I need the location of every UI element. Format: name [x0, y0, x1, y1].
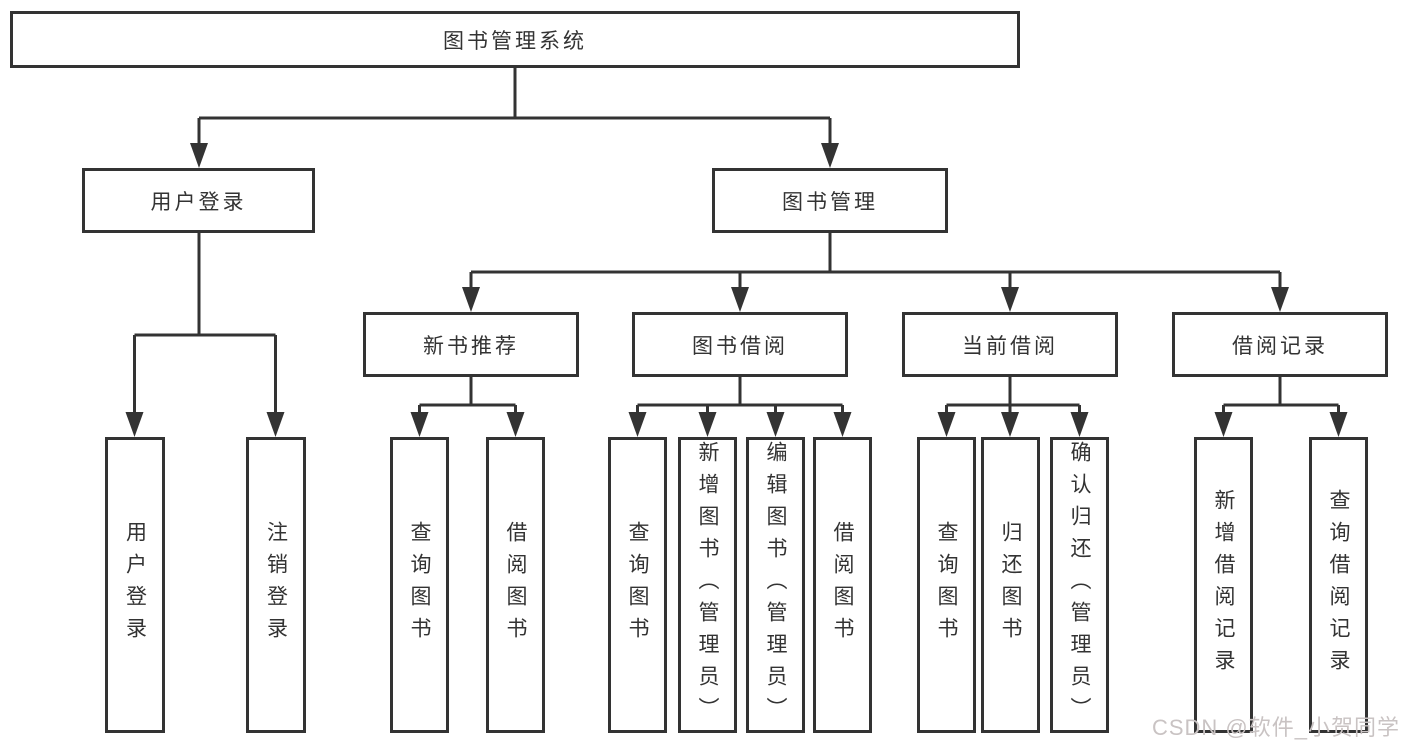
- leaf-query-books-recommend-label: 查询图书: [408, 521, 431, 649]
- leaf-add-borrow-record-label: 新增借阅记录: [1212, 489, 1235, 681]
- leaf-logout-label: 注销登录: [264, 521, 288, 649]
- node-current-borrowing: 当前借阅: [902, 312, 1118, 377]
- leaf-borrow-books-recommend: 借阅图书: [486, 437, 545, 733]
- node-book-management: 图书管理: [712, 168, 948, 233]
- leaf-add-books-admin: 新增图书（管理员）: [678, 437, 737, 733]
- node-book-management-label: 图书管理: [782, 190, 878, 214]
- leaf-user-login-label: 用户登录: [123, 521, 147, 649]
- leaf-query-books-borrowing: 查询图书: [608, 437, 667, 733]
- leaf-return-books: 归还图书: [981, 437, 1040, 733]
- leaf-query-books-current-label: 查询图书: [935, 521, 958, 649]
- leaf-confirm-return-admin: 确认归还（管理员）: [1050, 437, 1109, 733]
- node-book-borrowing: 图书借阅: [632, 312, 848, 377]
- node-borrowing-records-label: 借阅记录: [1232, 334, 1328, 358]
- csdn-watermark: CSDN @软件_小贺同学: [1151, 715, 1400, 740]
- leaf-query-borrow-record: 查询借阅记录: [1309, 437, 1368, 733]
- node-user-login-label: 用户登录: [150, 190, 247, 214]
- node-borrowing-records: 借阅记录: [1172, 312, 1388, 377]
- leaf-borrow-books-label: 借阅图书: [831, 521, 854, 649]
- leaf-edit-books-admin: 编辑图书（管理员）: [746, 437, 805, 733]
- leaf-query-books-recommend: 查询图书: [390, 437, 449, 733]
- node-book-borrowing-label: 图书借阅: [692, 334, 788, 358]
- leaf-edit-books-admin-label: 编辑图书（管理员）: [764, 441, 787, 729]
- leaf-add-borrow-record: 新增借阅记录: [1194, 437, 1253, 733]
- leaf-logout: 注销登录: [246, 437, 306, 733]
- node-user-login: 用户登录: [82, 168, 315, 233]
- node-new-book-recommend-label: 新书推荐: [423, 334, 519, 358]
- leaf-user-login: 用户登录: [105, 437, 165, 733]
- leaf-add-books-admin-label: 新增图书（管理员）: [696, 441, 719, 729]
- node-current-borrowing-label: 当前借阅: [962, 334, 1058, 358]
- leaf-query-books-current: 查询图书: [917, 437, 976, 733]
- node-root-label: 图书管理系统: [443, 29, 587, 53]
- leaf-confirm-return-admin-label: 确认归还（管理员）: [1068, 441, 1091, 729]
- leaf-borrow-books: 借阅图书: [813, 437, 872, 733]
- node-new-book-recommend: 新书推荐: [363, 312, 579, 377]
- leaf-borrow-books-recommend-label: 借阅图书: [504, 521, 527, 649]
- leaf-return-books-label: 归还图书: [999, 521, 1022, 649]
- leaf-query-borrow-record-label: 查询借阅记录: [1327, 489, 1350, 681]
- node-root: 图书管理系统: [10, 11, 1020, 68]
- leaf-query-books-borrowing-label: 查询图书: [626, 521, 649, 649]
